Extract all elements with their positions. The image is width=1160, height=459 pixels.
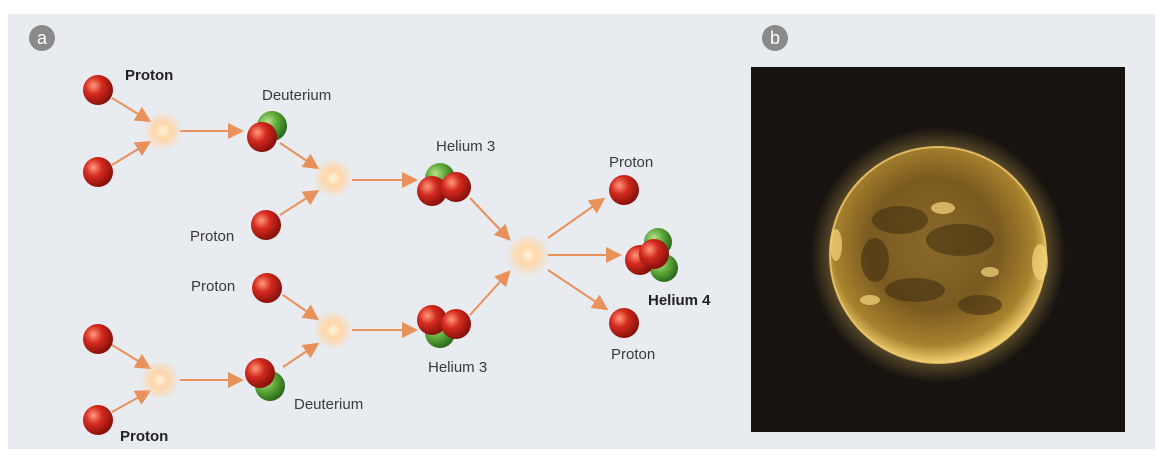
fusion-glow: [313, 158, 353, 198]
panel-a-badge: a: [29, 25, 55, 51]
fusion-glow: [313, 310, 353, 350]
helium3-nucleus: [417, 305, 471, 348]
fusion-glow: [143, 111, 183, 151]
label-proton: Proton: [120, 428, 168, 445]
label-proton: Proton: [190, 228, 234, 245]
proton: [252, 273, 282, 303]
sun-image: [751, 67, 1125, 432]
svg-text:b: b: [770, 28, 780, 48]
label-proton: Proton: [125, 67, 173, 84]
label-proton: Proton: [609, 154, 653, 171]
label-proton: Proton: [611, 346, 655, 363]
proton: [83, 75, 113, 105]
helium3-nucleus: [417, 163, 471, 206]
label-helium3: Helium 3: [436, 138, 495, 155]
deuterium-nucleus: [247, 111, 287, 152]
proton: [609, 308, 639, 338]
helium4-nucleus: [625, 228, 678, 282]
reaction-arrows: [111, 97, 622, 413]
proton: [83, 405, 113, 435]
proton: [83, 324, 113, 354]
label-helium3: Helium 3: [428, 359, 487, 376]
label-deuterium: Deuterium: [262, 87, 331, 104]
label-deuterium: Deuterium: [294, 396, 363, 413]
proton: [609, 175, 639, 205]
fusion-glow: [140, 360, 180, 400]
label-helium4: Helium 4: [648, 292, 711, 309]
svg-text:a: a: [37, 28, 48, 48]
proton: [83, 157, 113, 187]
deuterium-nucleus: [245, 358, 285, 401]
fusion-events: [140, 111, 550, 400]
fusion-glow: [506, 233, 550, 277]
panel-b-badge: b: [762, 25, 788, 51]
proton: [251, 210, 281, 240]
label-proton: Proton: [191, 278, 235, 295]
